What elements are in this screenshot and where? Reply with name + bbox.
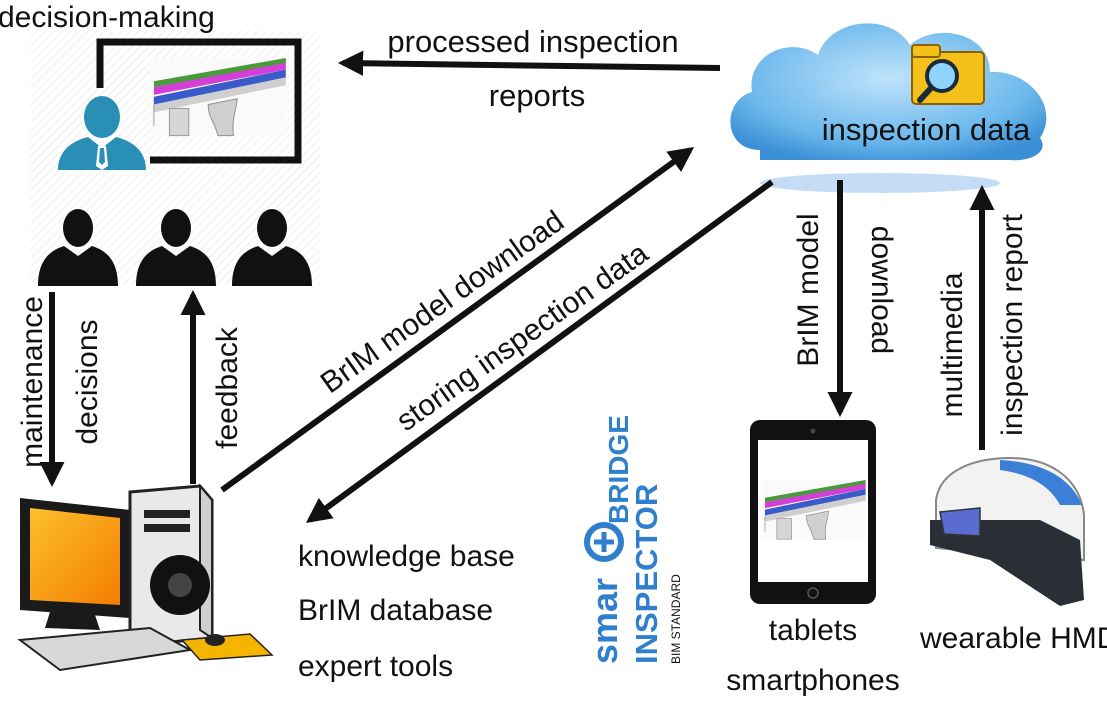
inspection-data-label: inspection data bbox=[822, 112, 1031, 147]
storing-inspection-data-arrow bbox=[305, 179, 774, 523]
brim-model-download-diagonal-label: BrIM model download bbox=[315, 205, 570, 400]
bridge-model-icon bbox=[149, 57, 287, 137]
decision-panel: decision-making bbox=[0, 1, 320, 286]
folder-search-icon bbox=[911, 44, 985, 105]
bridge-model-icon bbox=[761, 479, 866, 540]
wearable-hmd-label: wearable HMD bbox=[919, 622, 1107, 655]
smartphones-label: smartphones bbox=[726, 664, 899, 697]
tablets-label: tablets bbox=[769, 614, 857, 647]
decisions-label: decisions bbox=[71, 319, 104, 444]
logo-bridge: BRIDGE bbox=[603, 415, 634, 524]
cloud-icon: inspection data bbox=[730, 23, 1047, 193]
brim-model-label: BrIM model bbox=[792, 213, 825, 366]
brim-database-label: BrIM database bbox=[298, 594, 493, 627]
maintenance-label: maintenance bbox=[16, 296, 49, 468]
desktop-computer-icon bbox=[17, 483, 274, 672]
logo-plus-circle bbox=[584, 522, 624, 562]
person-with-tie-icon bbox=[58, 96, 146, 170]
knowledge-base-label: knowledge base bbox=[298, 540, 515, 573]
tablet-icon bbox=[750, 420, 876, 604]
helmet-icon bbox=[930, 456, 1085, 606]
brim-download-diagonal-arrow bbox=[220, 147, 695, 493]
processed-reports-arrow bbox=[337, 50, 721, 76]
logo-tagline: BIM STANDARD bbox=[669, 574, 683, 664]
expert-tools-label: expert tools bbox=[298, 650, 453, 683]
processed-reports-line2: reports bbox=[489, 78, 585, 113]
processed-reports-line1: processed inspection bbox=[387, 24, 678, 59]
feedback-label: feedback bbox=[211, 326, 244, 449]
logo-icon: smar BRIDGE INSPECTOR BIM STANDARD bbox=[584, 415, 683, 664]
multimedia-label: multimedia bbox=[936, 272, 969, 417]
presentation-frame bbox=[96, 38, 302, 164]
logo-smar: smar bbox=[584, 578, 625, 664]
inspection-report-label: inspection report bbox=[996, 213, 1029, 435]
logo-inspector: INSPECTOR bbox=[629, 484, 664, 664]
decision-making-label: decision-making bbox=[0, 1, 215, 34]
download-label: download bbox=[865, 226, 898, 354]
